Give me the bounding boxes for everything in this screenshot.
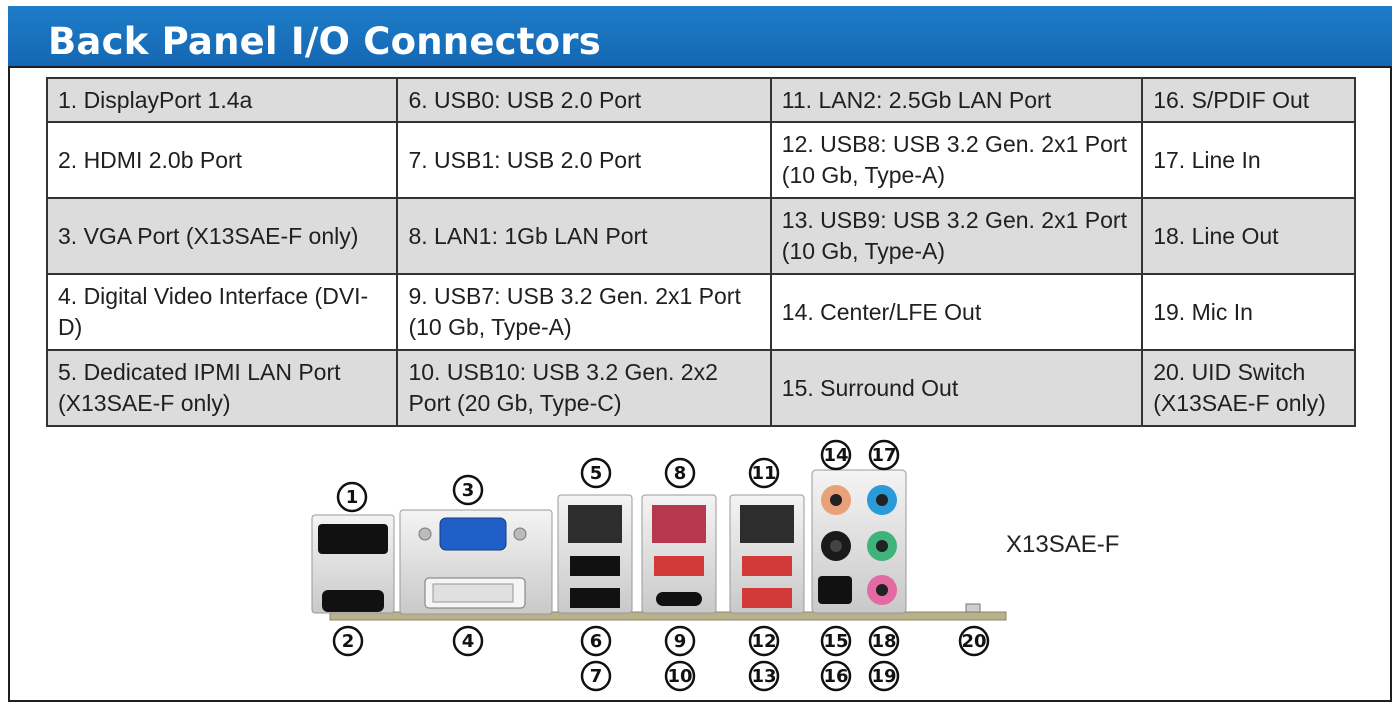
callout-number: 4 bbox=[462, 631, 475, 652]
legend-cell: 4. Digital Video Interface (DVI-D) bbox=[45, 273, 399, 351]
legend-cell: 2. HDMI 2.0b Port bbox=[45, 121, 399, 199]
callout-number: 17 bbox=[871, 445, 896, 466]
usb9-port bbox=[742, 588, 792, 608]
callout-3: 3 bbox=[452, 474, 484, 506]
callout-number: 13 bbox=[751, 666, 776, 687]
callout-number: 15 bbox=[823, 631, 848, 652]
callout-10: 10 bbox=[664, 660, 696, 692]
dp-hdmi-stack bbox=[311, 514, 395, 614]
vga-connector bbox=[439, 517, 507, 551]
callout-number: 11 bbox=[751, 463, 776, 484]
callout-17: 17 bbox=[868, 439, 900, 471]
callout-11: 11 bbox=[748, 457, 780, 489]
callout-18: 18 bbox=[868, 625, 900, 657]
legend-row: 5. Dedicated IPMI LAN Port (X13SAE-F onl… bbox=[45, 349, 1356, 427]
connector-legend-table: 1. DisplayPort 1.4a 6. USB0: USB 2.0 Por… bbox=[45, 77, 1356, 427]
legend-row: 3. VGA Port (X13SAE-F only) 8. LAN1: 1Gb… bbox=[45, 197, 1356, 275]
callout-16: 16 bbox=[820, 660, 852, 692]
callout-14: 14 bbox=[820, 439, 852, 471]
callout-1: 1 bbox=[336, 481, 368, 513]
legend-cell: 7. USB1: USB 2.0 Port bbox=[396, 121, 772, 199]
legend-cell: 3. VGA Port (X13SAE-F only) bbox=[45, 197, 399, 275]
callout-number: 14 bbox=[823, 445, 848, 466]
callout-12: 12 bbox=[748, 625, 780, 657]
callout-6: 6 bbox=[580, 625, 612, 657]
legend-cell: 13. USB9: USB 3.2 Gen. 2x1 Port (10 Gb, … bbox=[769, 197, 1144, 275]
hdmi-connector bbox=[322, 590, 384, 612]
callout-number: 8 bbox=[674, 463, 687, 484]
callout-number: 20 bbox=[961, 631, 986, 652]
lan2-jack bbox=[740, 505, 794, 543]
audio-stack bbox=[811, 469, 907, 614]
usb8-port bbox=[742, 556, 792, 576]
legend-cell: 10. USB10: USB 3.2 Gen. 2x2 Port (20 Gb,… bbox=[396, 349, 772, 427]
legend-cell: 11. LAN2: 2.5Gb LAN Port bbox=[769, 77, 1144, 123]
callout-2: 2 bbox=[332, 625, 364, 657]
callout-number: 19 bbox=[871, 666, 896, 687]
callout-8: 8 bbox=[664, 457, 696, 489]
legend-cell: 15. Surround Out bbox=[769, 349, 1144, 427]
legend-cell: 1. DisplayPort 1.4a bbox=[45, 77, 399, 123]
uid-switch-button bbox=[965, 603, 981, 613]
usb7-port bbox=[654, 556, 704, 576]
lan1-usb7-usb10-stack bbox=[641, 494, 717, 614]
usb10-type-c-port bbox=[656, 592, 702, 606]
vga-dvi-stack bbox=[399, 509, 553, 615]
legend-row: 1. DisplayPort 1.4a 6. USB0: USB 2.0 Por… bbox=[45, 77, 1356, 123]
callout-number: 12 bbox=[751, 631, 776, 652]
legend-cell: 14. Center/LFE Out bbox=[769, 273, 1144, 351]
callout-4: 4 bbox=[452, 625, 484, 657]
callout-7: 7 bbox=[580, 660, 612, 692]
ipmi-lan-jack bbox=[568, 505, 622, 543]
ipmi-usb2-stack bbox=[557, 494, 633, 614]
callout-5: 5 bbox=[580, 457, 612, 489]
callout-19: 19 bbox=[868, 660, 900, 692]
legend-cell: 18. Line Out bbox=[1141, 197, 1356, 275]
callout-13: 13 bbox=[748, 660, 780, 692]
legend-row: 4. Digital Video Interface (DVI-D) 9. US… bbox=[45, 273, 1356, 351]
callout-20: 20 bbox=[958, 625, 990, 657]
callout-9: 9 bbox=[664, 625, 696, 657]
callout-number: 5 bbox=[590, 463, 603, 484]
displayport-connector bbox=[318, 524, 388, 554]
usb1-port bbox=[570, 588, 620, 608]
callout-15: 15 bbox=[820, 625, 852, 657]
callout-number: 3 bbox=[462, 480, 475, 501]
legend-row: 2. HDMI 2.0b Port 7. USB1: USB 2.0 Port … bbox=[45, 121, 1356, 199]
spdif-out-jack bbox=[818, 576, 852, 604]
callout-number: 7 bbox=[590, 666, 603, 687]
lan1-jack bbox=[652, 505, 706, 543]
legend-cell: 20. UID Switch (X13SAE-F only) bbox=[1141, 349, 1356, 427]
legend-cell: 5. Dedicated IPMI LAN Port (X13SAE-F onl… bbox=[45, 349, 399, 427]
legend-cell: 8. LAN1: 1Gb LAN Port bbox=[396, 197, 772, 275]
callout-number: 18 bbox=[871, 631, 896, 652]
callout-number: 6 bbox=[590, 631, 603, 652]
legend-cell: 12. USB8: USB 3.2 Gen. 2x1 Port (10 Gb, … bbox=[769, 121, 1144, 199]
legend-cell: 16. S/PDIF Out bbox=[1141, 77, 1356, 123]
callout-number: 16 bbox=[823, 666, 848, 687]
lan2-usb8-usb9-stack bbox=[729, 494, 805, 614]
title-banner: Back Panel I/O Connectors bbox=[8, 6, 1392, 68]
board-model-label: X13SAE-F bbox=[1006, 531, 1119, 558]
callout-number: 10 bbox=[667, 666, 692, 687]
page-title: Back Panel I/O Connectors bbox=[48, 20, 601, 63]
usb0-port bbox=[570, 556, 620, 576]
callout-number: 2 bbox=[342, 631, 355, 652]
callout-number: 1 bbox=[346, 487, 359, 508]
legend-cell: 19. Mic In bbox=[1141, 273, 1356, 351]
legend-cell: 6. USB0: USB 2.0 Port bbox=[396, 77, 772, 123]
callout-number: 9 bbox=[674, 631, 687, 652]
legend-cell: 17. Line In bbox=[1141, 121, 1356, 199]
legend-cell: 9. USB7: USB 3.2 Gen. 2x1 Port (10 Gb, T… bbox=[396, 273, 772, 351]
